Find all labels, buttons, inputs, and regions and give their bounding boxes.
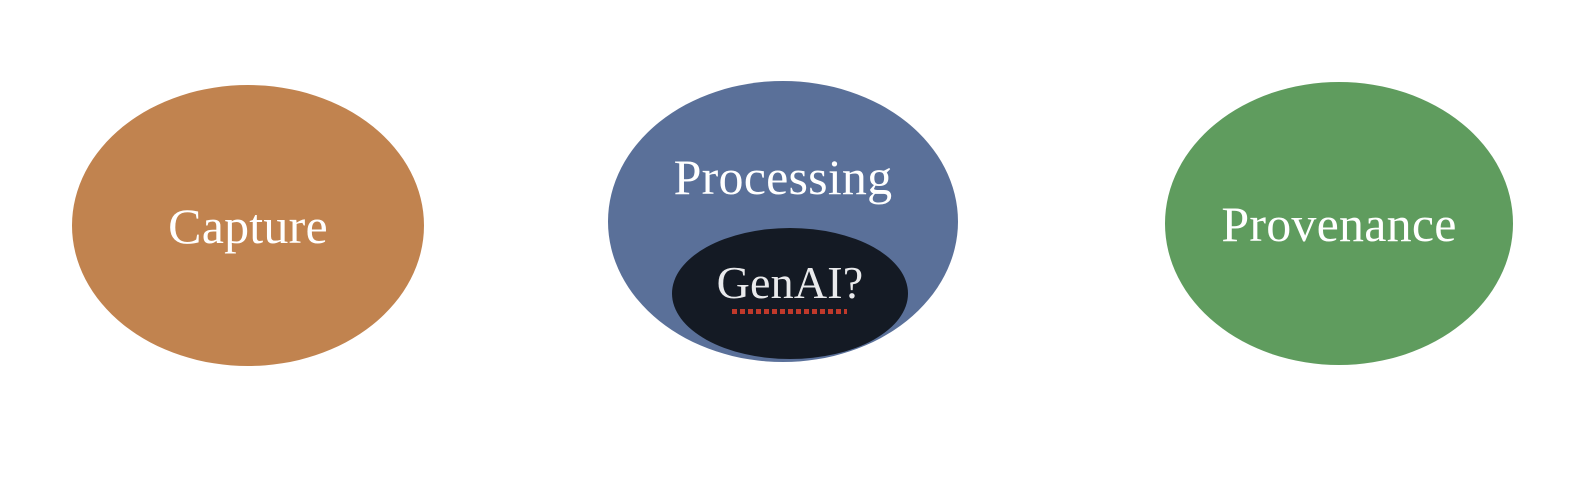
genai-label-stack: GenAI? (717, 260, 864, 314)
spellcheck-underline (732, 309, 848, 314)
ellipse-capture[interactable]: Capture (72, 85, 424, 366)
ellipse-genai-label: GenAI? (716, 257, 864, 308)
ellipse-capture-label: Capture (168, 197, 328, 254)
ellipse-provenance-label: Provenance (1221, 195, 1457, 252)
ellipse-provenance[interactable]: Provenance (1165, 82, 1513, 365)
ellipse-processing-label: Processing (673, 149, 893, 205)
ellipse-genai[interactable]: GenAI? (672, 228, 908, 359)
